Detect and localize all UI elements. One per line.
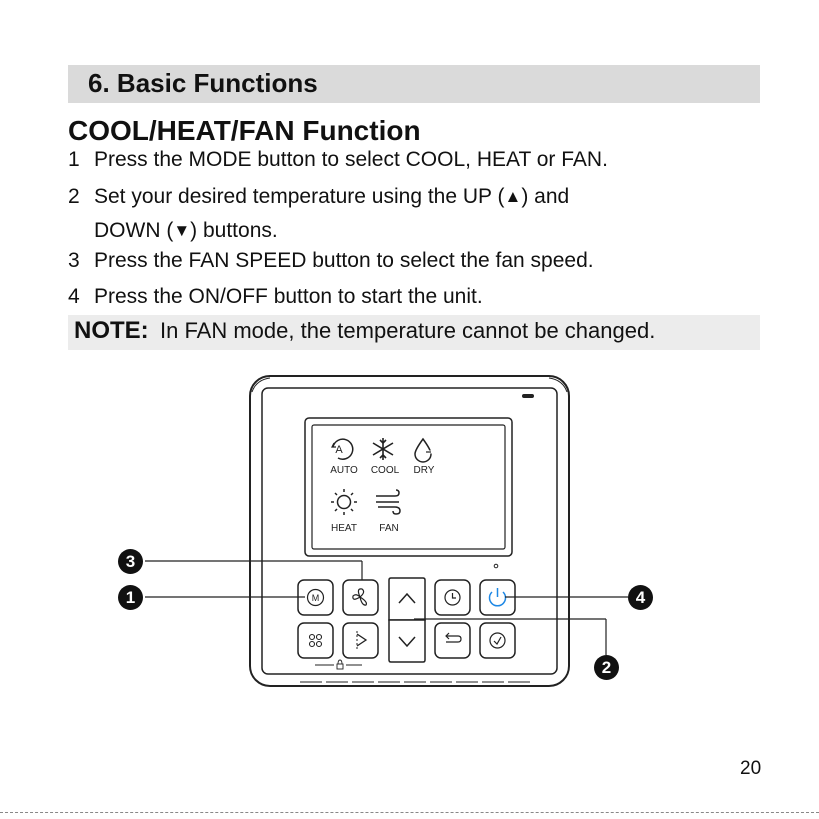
- step-3: 3 Press the FAN SPEED button to select th…: [68, 244, 594, 278]
- snowflake-icon: [372, 438, 394, 460]
- step-number: 1: [68, 148, 80, 171]
- back-arrow-head: [445, 632, 450, 640]
- step-text: Press the ON/OFF button to start the uni…: [94, 285, 483, 308]
- check-icon: [489, 632, 506, 649]
- mode-icon: [306, 588, 325, 607]
- back-arrow-icon: [446, 635, 462, 643]
- step-text: Press the MODE button to select COOL, HE…: [94, 148, 608, 171]
- bottom-divider: [0, 812, 819, 813]
- sensor-dot: [493, 563, 499, 569]
- callout-badge-1: 1: [118, 585, 143, 610]
- step-4: 4 Press the ON/OFF button to start the un…: [68, 280, 483, 314]
- lock-icon-shackle: [337, 659, 343, 665]
- section-title: 6. Basic Functions: [88, 68, 318, 98]
- mode-button[interactable]: M: [297, 579, 334, 616]
- auto-mode-icon: A: [331, 438, 354, 460]
- grid-icon: [308, 633, 323, 648]
- callout-badge-2: 2: [594, 655, 619, 680]
- step-2: 2 Set your desired temperature using the …: [68, 180, 569, 214]
- menu-button[interactable]: [297, 622, 334, 659]
- step-text: ) buttons.: [190, 219, 278, 242]
- swing-icon: [356, 633, 368, 647]
- step-text: DOWN (: [94, 219, 174, 242]
- note-label: NOTE:: [74, 317, 149, 344]
- corner-detail: [251, 377, 271, 393]
- dry-mode-label: DRY: [414, 465, 435, 476]
- page-number: 20: [740, 758, 762, 779]
- sun-icon: [331, 489, 357, 515]
- indicator-light: [522, 394, 534, 398]
- heat-mode-label: HEAT: [331, 523, 357, 534]
- section-header: 6. Basic Functions: [68, 65, 760, 103]
- lcd-screen-inner: [311, 424, 506, 550]
- step-text: Set your desired temperature using the U…: [94, 185, 505, 208]
- timer-button[interactable]: [434, 579, 471, 616]
- callout-badge-4: 4: [628, 585, 653, 610]
- step-number: 2: [68, 185, 80, 208]
- step-number: 3: [68, 249, 80, 272]
- note-text: In FAN mode, the temperature cannot be c…: [160, 318, 656, 343]
- auto-icon-letter: A: [335, 444, 343, 456]
- fan-icon: [352, 588, 367, 606]
- cool-mode-label: COOL: [371, 465, 400, 476]
- swing-button[interactable]: [342, 622, 379, 659]
- auto-mode-label: AUTO: [330, 465, 358, 476]
- down-triangle-icon: ▼: [173, 221, 191, 240]
- step-text: Press the FAN SPEED button to select the…: [94, 249, 594, 272]
- step-1: 1 Press the MODE button to select COOL, H…: [68, 143, 608, 177]
- callout-badge-3: 3: [118, 549, 143, 574]
- lock-icon: [336, 663, 344, 670]
- power-icon: [488, 591, 507, 607]
- confirm-button[interactable]: [479, 622, 516, 659]
- up-button[interactable]: [388, 577, 426, 621]
- clock-hands: [451, 593, 456, 599]
- chevron-up-icon: [398, 592, 416, 604]
- note-box: NOTE: In FAN mode, the temperature canno…: [68, 315, 760, 350]
- step-number: 4: [68, 285, 80, 308]
- wind-icon: [376, 489, 401, 515]
- droplet-icon: [414, 437, 432, 463]
- up-triangle-icon: ▲: [504, 187, 522, 206]
- mode-icon-letter: M: [312, 593, 320, 603]
- clock-icon: [444, 589, 461, 606]
- down-button[interactable]: [388, 619, 426, 663]
- subsection-title: COOL/HEAT/FAN Function: [68, 115, 421, 146]
- step-text: ) and: [521, 185, 570, 208]
- step-2-continued: DOWN (▼) buttons.: [94, 214, 278, 248]
- check-mark: [493, 636, 502, 645]
- fan-speed-button[interactable]: [342, 579, 379, 616]
- fan-mode-label: FAN: [379, 523, 398, 534]
- chevron-down-icon: [398, 636, 416, 648]
- back-button[interactable]: [434, 622, 471, 659]
- corner-detail: [548, 377, 568, 393]
